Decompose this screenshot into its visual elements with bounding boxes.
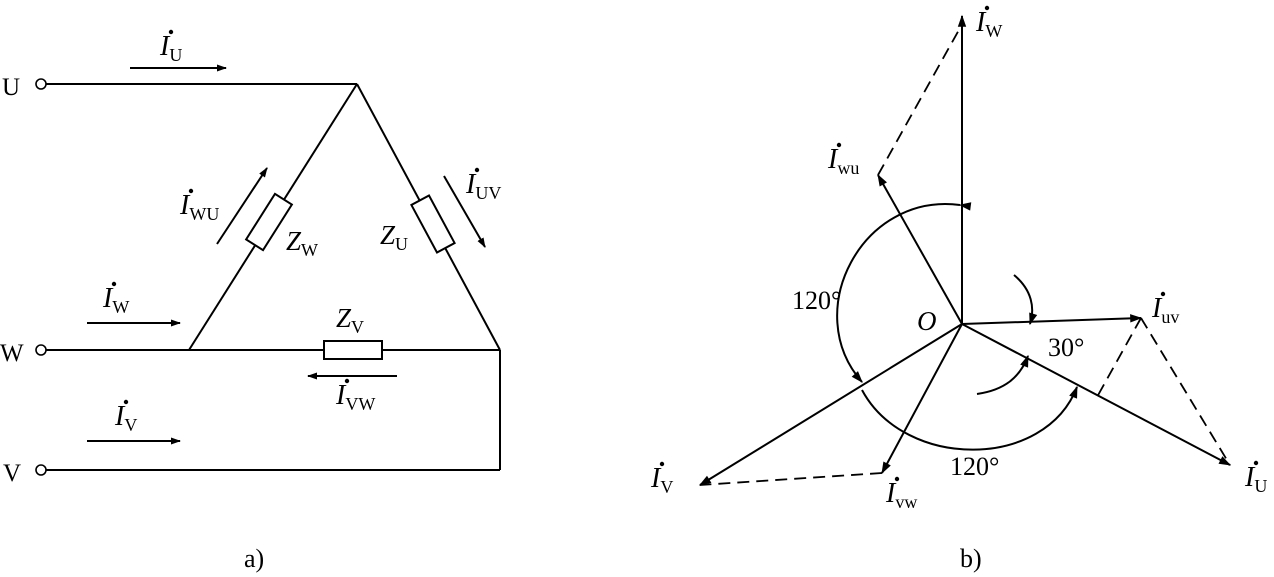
svg-text:IU: IU: [1244, 462, 1267, 496]
svg-text:IUV: IUV: [465, 169, 501, 203]
svg-text:IW: IW: [975, 7, 1002, 41]
terminal-v-label: V: [3, 460, 21, 487]
svg-text:IU: IU: [159, 31, 182, 65]
terminal-w-label: W: [0, 340, 24, 367]
impedance-zv-box: [323, 340, 383, 360]
angle-arc-left-120: [836, 202, 972, 383]
current-iw-label: IW: [102, 281, 129, 317]
current-iu-label: IU: [159, 29, 182, 65]
phasor-iwu-vector: [877, 173, 963, 325]
svg-text:IVW: IVW: [335, 380, 375, 414]
phasor-iuv-vector: [961, 314, 1143, 325]
angle-label-small: 30°: [1048, 333, 1084, 362]
svg-text:IV: IV: [114, 401, 137, 435]
angle-arc-upper-30: [1013, 274, 1038, 326]
phasor-iv-vector: [698, 323, 963, 486]
svg-text:IWU: IWU: [179, 190, 219, 224]
caption-b: b): [960, 544, 982, 573]
impedance-zv-label: ZV: [336, 303, 364, 337]
current-iuv-label: IUV: [465, 167, 501, 203]
impedance-zu-box: [410, 194, 456, 254]
angle-arc-bottom-120: [861, 385, 1078, 451]
svg-text:IV: IV: [650, 463, 673, 497]
impedance-zw-box: [244, 192, 294, 252]
current-iwu-arrow: [216, 167, 268, 245]
phasor-ivw-label: Ivw: [885, 476, 917, 512]
current-iv-label: IV: [114, 399, 137, 435]
impedance-zw-label: ZW: [286, 226, 318, 260]
dash-vw-to-v: [699, 472, 883, 486]
terminal-u-label: U: [2, 74, 20, 101]
phasor-iv-label: IV: [650, 461, 673, 497]
impedance-zu-label: ZU: [380, 220, 408, 254]
angle-label-bottom: 120°: [950, 452, 999, 481]
delta-circuit: U W V ZW ZU ZV IU IW: [0, 29, 501, 573]
terminal-u: [35, 78, 47, 90]
current-ivw-label: IVW: [335, 378, 375, 414]
current-iuv-arrow: [443, 175, 486, 248]
phasor-iw-label: IW: [975, 5, 1002, 41]
angle-arc-lower-30: [976, 354, 1029, 395]
angle-label-left: 120°: [792, 286, 841, 315]
phasor-iuv-label: Iuv: [1151, 291, 1179, 327]
caption-a: a): [244, 544, 264, 573]
dash-uv-to-u: [1140, 317, 1231, 466]
terminal-v: [35, 464, 47, 476]
phasor-iwu-label: Iwu: [827, 142, 859, 178]
dash-uv-to-u-top: [1096, 317, 1142, 398]
current-iwu-label: IWU: [179, 188, 219, 224]
phasor-ivw-vector: [881, 323, 963, 475]
svg-text:Iwu: Iwu: [827, 144, 859, 178]
origin-label: O: [917, 306, 937, 336]
phasor-iu-vector: [961, 323, 1232, 466]
phasor-diagram: O IW Iwu Iuv IV Ivw IU 120° 120° 30°: [650, 5, 1267, 573]
svg-text:IW: IW: [102, 283, 129, 317]
dash-wu-to-w: [877, 27, 961, 176]
svg-text:Iuv: Iuv: [1151, 293, 1179, 327]
svg-text:Ivw: Ivw: [885, 478, 917, 512]
phasor-iu-label: IU: [1244, 460, 1267, 496]
terminal-w: [35, 344, 47, 356]
